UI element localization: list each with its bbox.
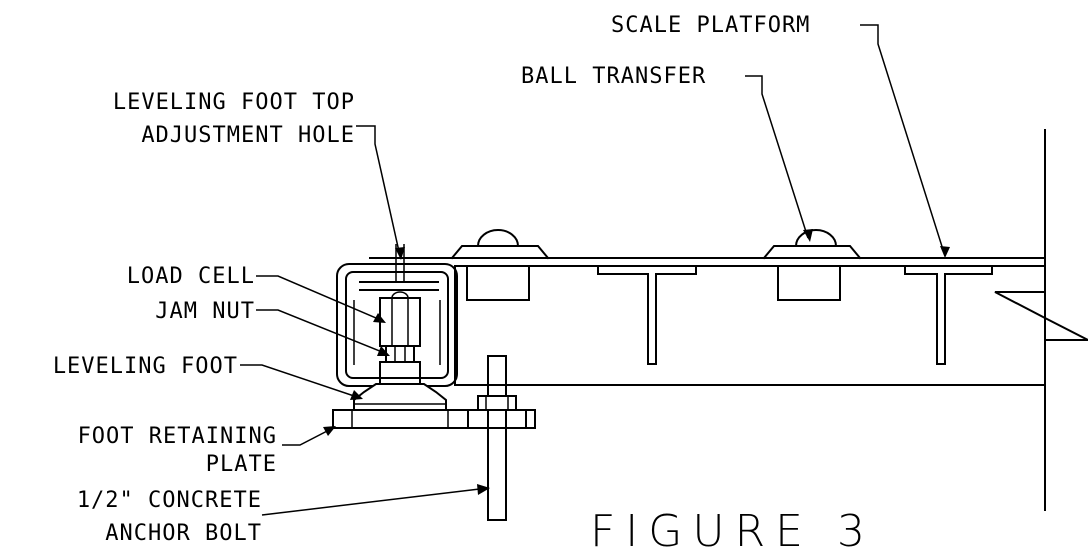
stiffener-angles [597,265,993,365]
anchor-bolt [467,355,527,521]
scale-platform [369,129,1088,511]
label-leveling-foot: LEVELING FOOT [53,354,238,379]
label-ball-transfer: BALL TRANSFER [521,64,706,89]
leader-lines [240,24,950,516]
load-cell [359,244,439,347]
label-scale-platform: SCALE PLATFORM [611,13,810,38]
label-jam-nut: JAM NUT [155,299,255,324]
ball-transfer-left [450,229,550,301]
label-foot-retaining-plate-line1: FOOT RETAINING [78,424,277,449]
label-anchor-bolt-line1: 1/2" CONCRETE [77,488,262,513]
figure-caption: FIGURE 3 [590,506,875,548]
ball-transfer-right [762,229,862,301]
foot-retaining-plate [332,409,536,429]
label-leveling-foot-top-line1: LEVELING FOOT TOP [113,90,355,115]
label-load-cell: LOAD CELL [127,264,255,289]
label-anchor-bolt-line2: ANCHOR BOLT [105,521,262,546]
label-leveling-foot-top-line2: ADJUSTMENT HOLE [141,123,355,148]
label-foot-retaining-plate-line2: PLATE [206,452,277,477]
jam-nut [385,345,415,363]
